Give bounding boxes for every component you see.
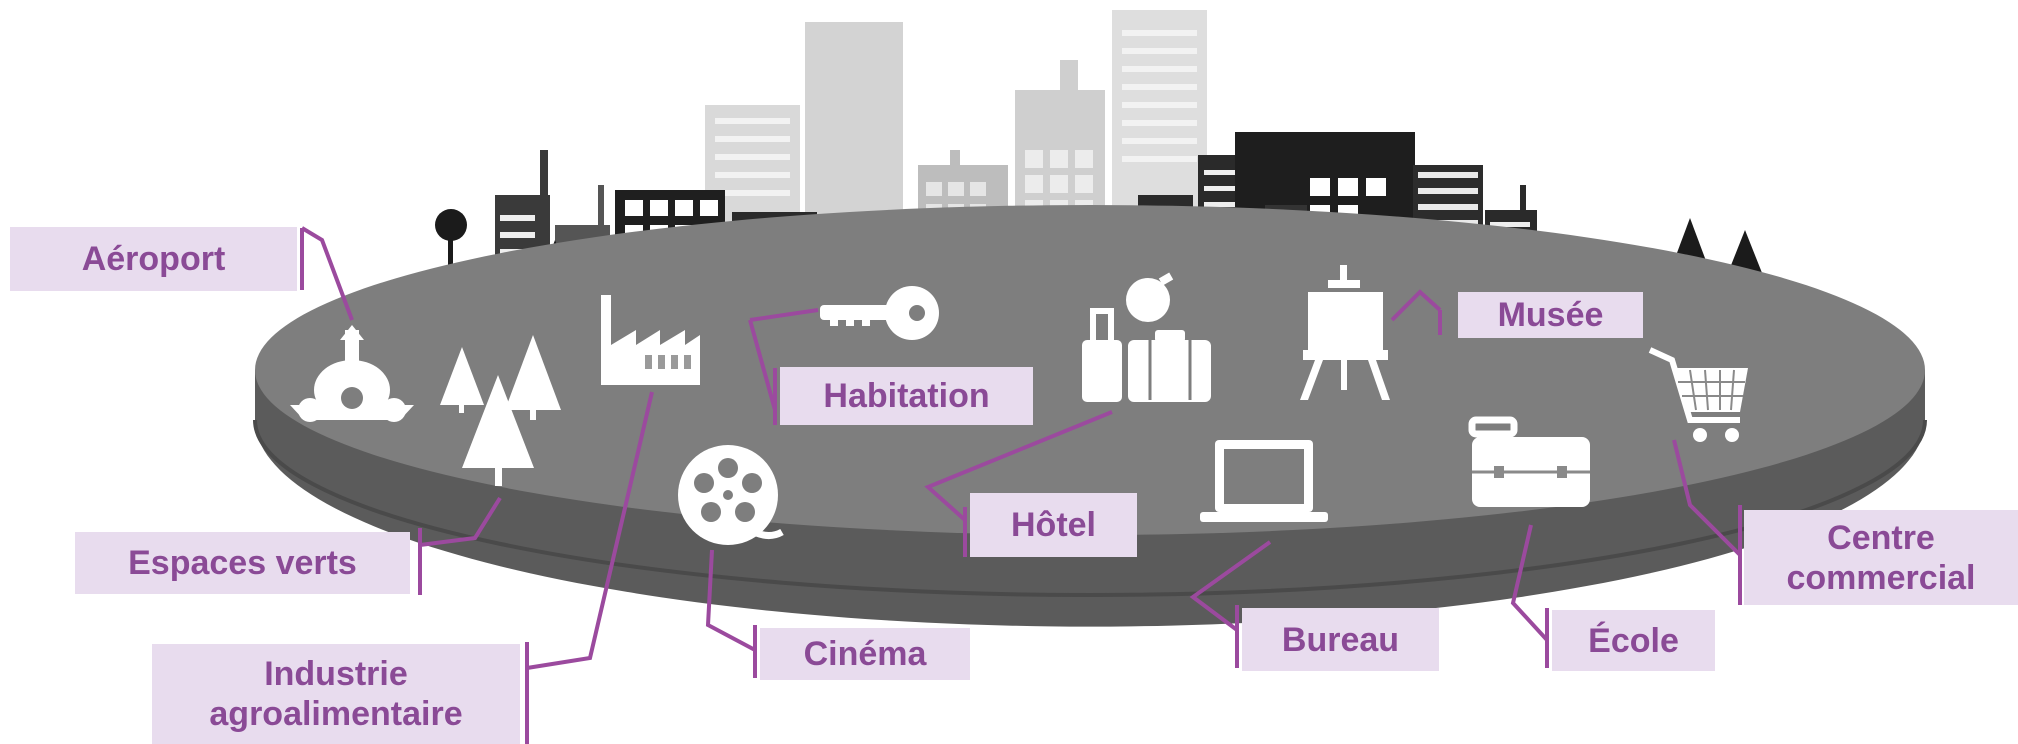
- airplane-icon: [290, 325, 414, 422]
- key-icon: [820, 286, 939, 340]
- label-ecole: École: [1552, 610, 1715, 671]
- label-hotel: Hôtel: [970, 493, 1137, 557]
- label-aeroport: Aéroport: [10, 227, 297, 291]
- label-espaces-verts: Espaces verts: [75, 532, 410, 594]
- label-centre-commercial: Centre commercial: [1744, 510, 2018, 605]
- label-cinema: Cinéma: [760, 628, 970, 680]
- connector-lines: [300, 226, 1742, 744]
- shopping-cart-icon: [1648, 347, 1748, 442]
- film-reel-icon: [678, 445, 784, 545]
- easel-icon: [1300, 265, 1390, 400]
- laptop-icon: [1200, 440, 1328, 522]
- briefcase-icon: [1468, 416, 1590, 507]
- trees-icon: [440, 335, 561, 486]
- label-habitation: Habitation: [780, 367, 1033, 425]
- label-industrie-agroalimentaire: Industrie agroalimentaire: [152, 644, 520, 744]
- label-bureau: Bureau: [1242, 608, 1439, 671]
- luggage-icon: [1082, 272, 1211, 402]
- factory-icon: [601, 295, 700, 385]
- label-musee: Musée: [1458, 292, 1643, 338]
